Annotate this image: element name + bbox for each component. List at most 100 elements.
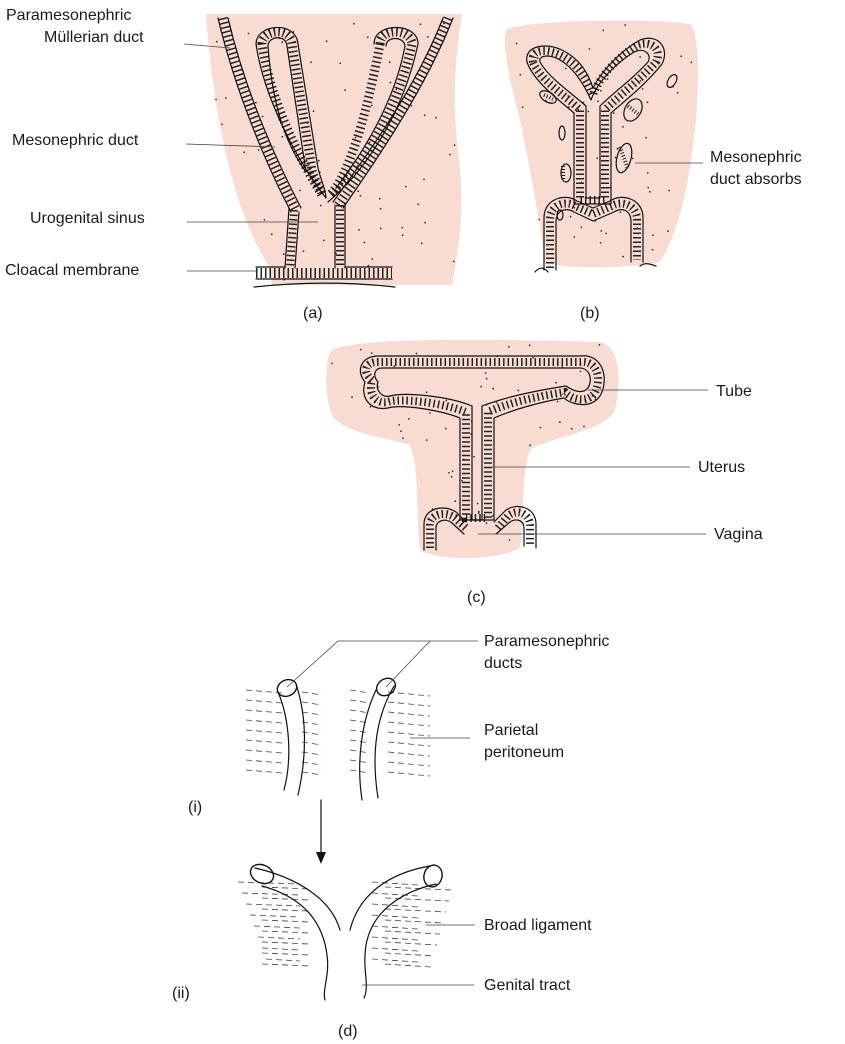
tissue-cell-dot — [622, 126, 624, 128]
peritoneum-stroke — [388, 752, 430, 756]
tissue-cell-dot — [580, 227, 582, 229]
tissue-cell-dot — [632, 158, 634, 160]
peritoneum-stroke — [246, 700, 282, 703]
tissue-cell-dot — [652, 249, 654, 251]
tissue-cell-dot — [380, 228, 382, 230]
peritoneum-stroke — [266, 959, 300, 961]
peritoneum-stroke — [350, 720, 370, 723]
tissue-cell-dot — [640, 80, 642, 82]
tissue-cell-dot — [451, 476, 453, 478]
tissue-cell-dot — [639, 56, 641, 58]
tissue-cell-dot — [331, 363, 333, 365]
panel-a-tissue — [206, 14, 462, 285]
tissue-cell-dot — [401, 227, 403, 229]
tissue-cell-dot — [480, 386, 482, 388]
peritoneum-stroke — [302, 712, 322, 715]
tissue-cell-dot — [355, 137, 357, 139]
tissue-cell-dot — [216, 41, 218, 43]
peritoneum-stroke — [350, 690, 370, 693]
peritoneum-stroke — [262, 920, 310, 922]
tissue-cell-dot — [323, 240, 325, 242]
peritoneum-stroke — [350, 740, 370, 743]
tissue-cell-dot — [539, 427, 541, 429]
broad-ligament-hatching — [238, 882, 452, 967]
tissue-cell-dot — [339, 63, 341, 65]
tissue-cell-dot — [281, 136, 283, 138]
peritoneum-stroke — [262, 953, 310, 955]
peritoneum-stroke — [350, 730, 370, 733]
tissue-cell-dot — [583, 426, 585, 428]
tissue-cell-dot — [600, 230, 602, 232]
peritoneum-stroke — [302, 752, 322, 755]
label-mullerian-duct: Müllerian duct — [44, 29, 144, 46]
peritoneum-stroke — [302, 772, 322, 775]
tissue-cell-dot — [599, 344, 601, 346]
tissue-cell-dot — [405, 186, 407, 188]
stage-i-label: (i) — [188, 799, 202, 816]
peritoneum-stroke — [372, 959, 418, 962]
tissue-cell-dot — [258, 149, 260, 151]
panel-b: Mesonephric duct absorbs (b) — [505, 21, 802, 322]
tissue-cell-dot — [613, 112, 615, 114]
tissue-cell-dot — [299, 190, 301, 192]
peritoneum-stroke — [388, 702, 430, 706]
peritoneum-stroke — [388, 762, 430, 766]
tissue-cell-dot — [485, 372, 487, 374]
peritoneum-stroke — [262, 964, 310, 966]
tissue-cell-dot — [320, 205, 322, 207]
tissue-cell-dot — [454, 144, 456, 146]
label-broad-ligament: Broad ligament — [484, 917, 592, 934]
tissue-cell-dot — [369, 142, 371, 144]
peritoneum-stroke — [246, 690, 282, 693]
peritoneum-stroke — [246, 730, 282, 733]
peritoneum-stroke — [385, 898, 449, 901]
tissue-cell-dot — [264, 219, 266, 221]
tissue-cell-dot — [326, 40, 328, 42]
tissue-cell-dot — [215, 99, 217, 101]
label-peritoneum: peritoneum — [484, 744, 564, 761]
tissue-cell-dot — [248, 33, 250, 35]
peritoneum-stroke — [246, 770, 282, 773]
tissue-cell-dot — [313, 110, 315, 112]
peritoneum-stroke — [388, 732, 430, 736]
tissue-cell-dot — [486, 378, 488, 380]
peritoneum-stroke — [385, 909, 446, 912]
peritoneum-stroke — [385, 931, 440, 934]
tissue-cell-dot — [398, 424, 400, 426]
label-ducts: ducts — [484, 655, 522, 672]
tissue-cell-dot — [357, 190, 359, 192]
peritoneum-stroke — [246, 750, 282, 753]
tissue-cell-dot — [303, 250, 305, 252]
tissue-cell-dot — [408, 418, 410, 420]
label-tube: Tube — [716, 383, 752, 400]
peritoneum-stroke — [262, 942, 310, 944]
tissue-cell-dot — [424, 222, 426, 224]
peritoneum-stroke — [302, 762, 322, 765]
tissue-cell-dot — [360, 349, 362, 351]
tissue-cell-dot — [680, 55, 682, 57]
peritoneum-stroke — [242, 893, 300, 895]
peritoneum-stroke — [262, 909, 310, 911]
tissue-cell-dot — [243, 151, 245, 153]
label-cloacal-membrane: Cloacal membrane — [5, 262, 139, 279]
peritoneum-stroke — [385, 953, 434, 956]
tissue-cell-dot — [452, 470, 454, 472]
tissue-cell-dot — [622, 256, 624, 258]
tissue-cell-dot — [478, 512, 480, 514]
tissue-cell-dot — [589, 48, 591, 50]
peritoneum-stroke — [388, 692, 430, 696]
tissue-cell-dot — [426, 439, 428, 441]
tissue-cell-dot — [647, 101, 649, 103]
caption-c: (c) — [467, 589, 486, 606]
tissue-cell-dot — [417, 203, 419, 205]
label-paramesonephric-d: Paramesonephric — [484, 633, 609, 650]
tissue-cell-dot — [600, 242, 602, 244]
tissue-cell-dot — [429, 412, 431, 414]
tissue-cell-dot — [538, 219, 540, 221]
peritoneum-stroke — [385, 942, 437, 945]
tissue-cell-dot — [647, 187, 649, 189]
tissue-cell-dot — [360, 195, 362, 197]
tissue-cell-dot — [477, 503, 479, 505]
tissue-cell-dot — [602, 30, 604, 32]
tissue-cell-dot — [578, 109, 580, 111]
